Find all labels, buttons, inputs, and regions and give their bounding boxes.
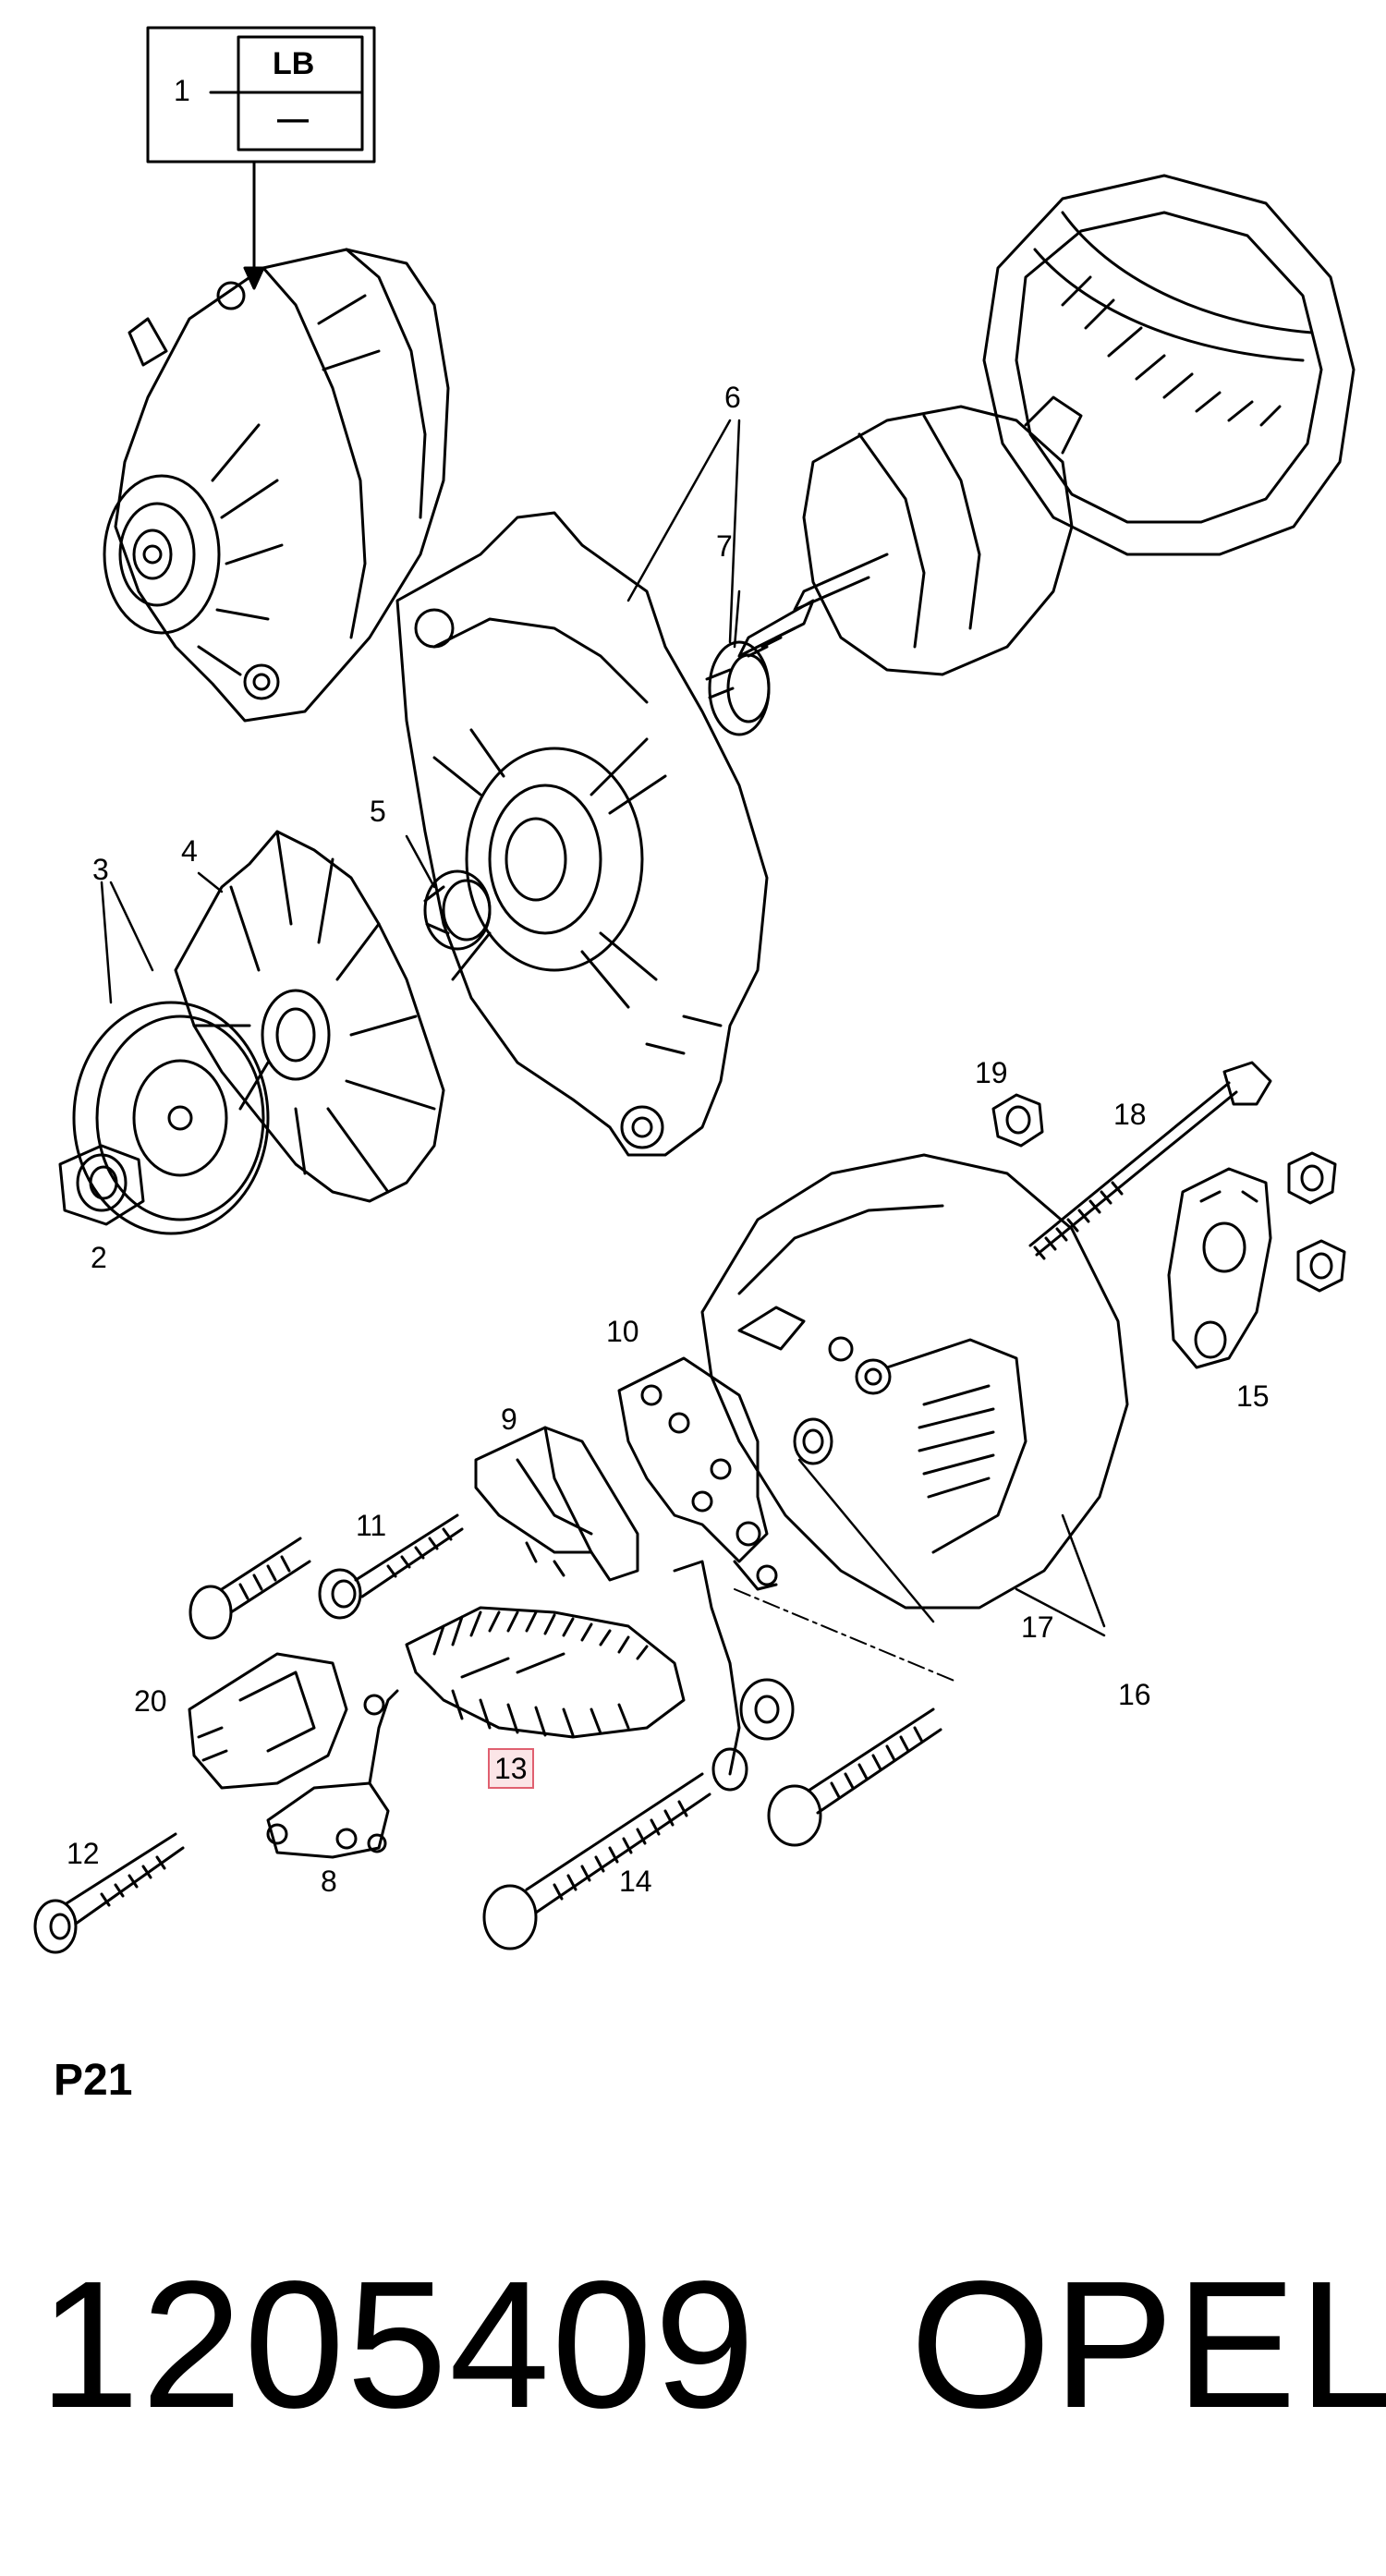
brand-name: OPEL: [910, 2243, 1386, 2446]
bearing: [423, 869, 492, 951]
screw-11: [318, 1513, 464, 1620]
page-code: P21: [54, 2056, 133, 2105]
through-bolt: [1028, 1061, 1272, 1260]
bushing: [793, 1417, 833, 1465]
brush-holder: [474, 1426, 639, 1582]
callout-5: 5: [370, 795, 386, 828]
leader-lines: [100, 419, 1106, 1637]
spacer-ring: [705, 640, 771, 736]
bracket-plate: [617, 1356, 778, 1591]
screw-14: [482, 1772, 711, 1950]
legend-box: [146, 26, 376, 290]
callout-2: 2: [91, 1241, 107, 1274]
part-number: 1205409: [39, 2243, 758, 2446]
cooling-fan: [174, 830, 445, 1203]
terminal-block: [1167, 1151, 1346, 1369]
alignment-line: [734, 1588, 957, 1683]
callout-20: 20: [134, 1684, 167, 1718]
rear-housing: [700, 1153, 1129, 1610]
callout-3: 3: [92, 853, 109, 886]
callout-18: 18: [1113, 1098, 1147, 1131]
callout-15: 15: [1236, 1379, 1270, 1413]
callout-12: 12: [67, 1837, 100, 1870]
rotor: [737, 395, 1083, 676]
strap-and-washer: [673, 1560, 795, 1792]
pulley-nut: [58, 1144, 145, 1226]
connector-plate: [266, 1689, 399, 1859]
callout-10: 10: [606, 1315, 639, 1348]
callout-14: 14: [619, 1865, 652, 1898]
callout-16: 16: [1118, 1678, 1151, 1711]
stator: [982, 174, 1356, 556]
callout-9: 9: [501, 1403, 517, 1436]
callout-8: 8: [321, 1865, 337, 1898]
legend-value: —: [277, 102, 309, 137]
drive-end-bracket: [395, 511, 769, 1157]
screw-12: [33, 1832, 185, 1954]
callout-7: 7: [716, 529, 733, 563]
screw-left: [188, 1537, 311, 1640]
assembled-alternator: [103, 248, 450, 723]
callout-6: 6: [724, 381, 741, 414]
regulator: [188, 1652, 348, 1790]
nut-19: [991, 1093, 1044, 1148]
pulley: [72, 1001, 270, 1235]
callout-13-highlight: [488, 1748, 534, 1789]
rectifier: [405, 1606, 686, 1739]
legend-item-number: 1: [174, 74, 190, 107]
callout-19: 19: [975, 1056, 1008, 1089]
legend-code: LB: [273, 46, 315, 81]
callout-11: 11: [356, 1509, 387, 1542]
screw-right: [767, 1707, 942, 1847]
callout-17: 17: [1021, 1610, 1054, 1644]
callout-13: 13: [494, 1752, 528, 1785]
callout-4: 4: [181, 834, 198, 868]
